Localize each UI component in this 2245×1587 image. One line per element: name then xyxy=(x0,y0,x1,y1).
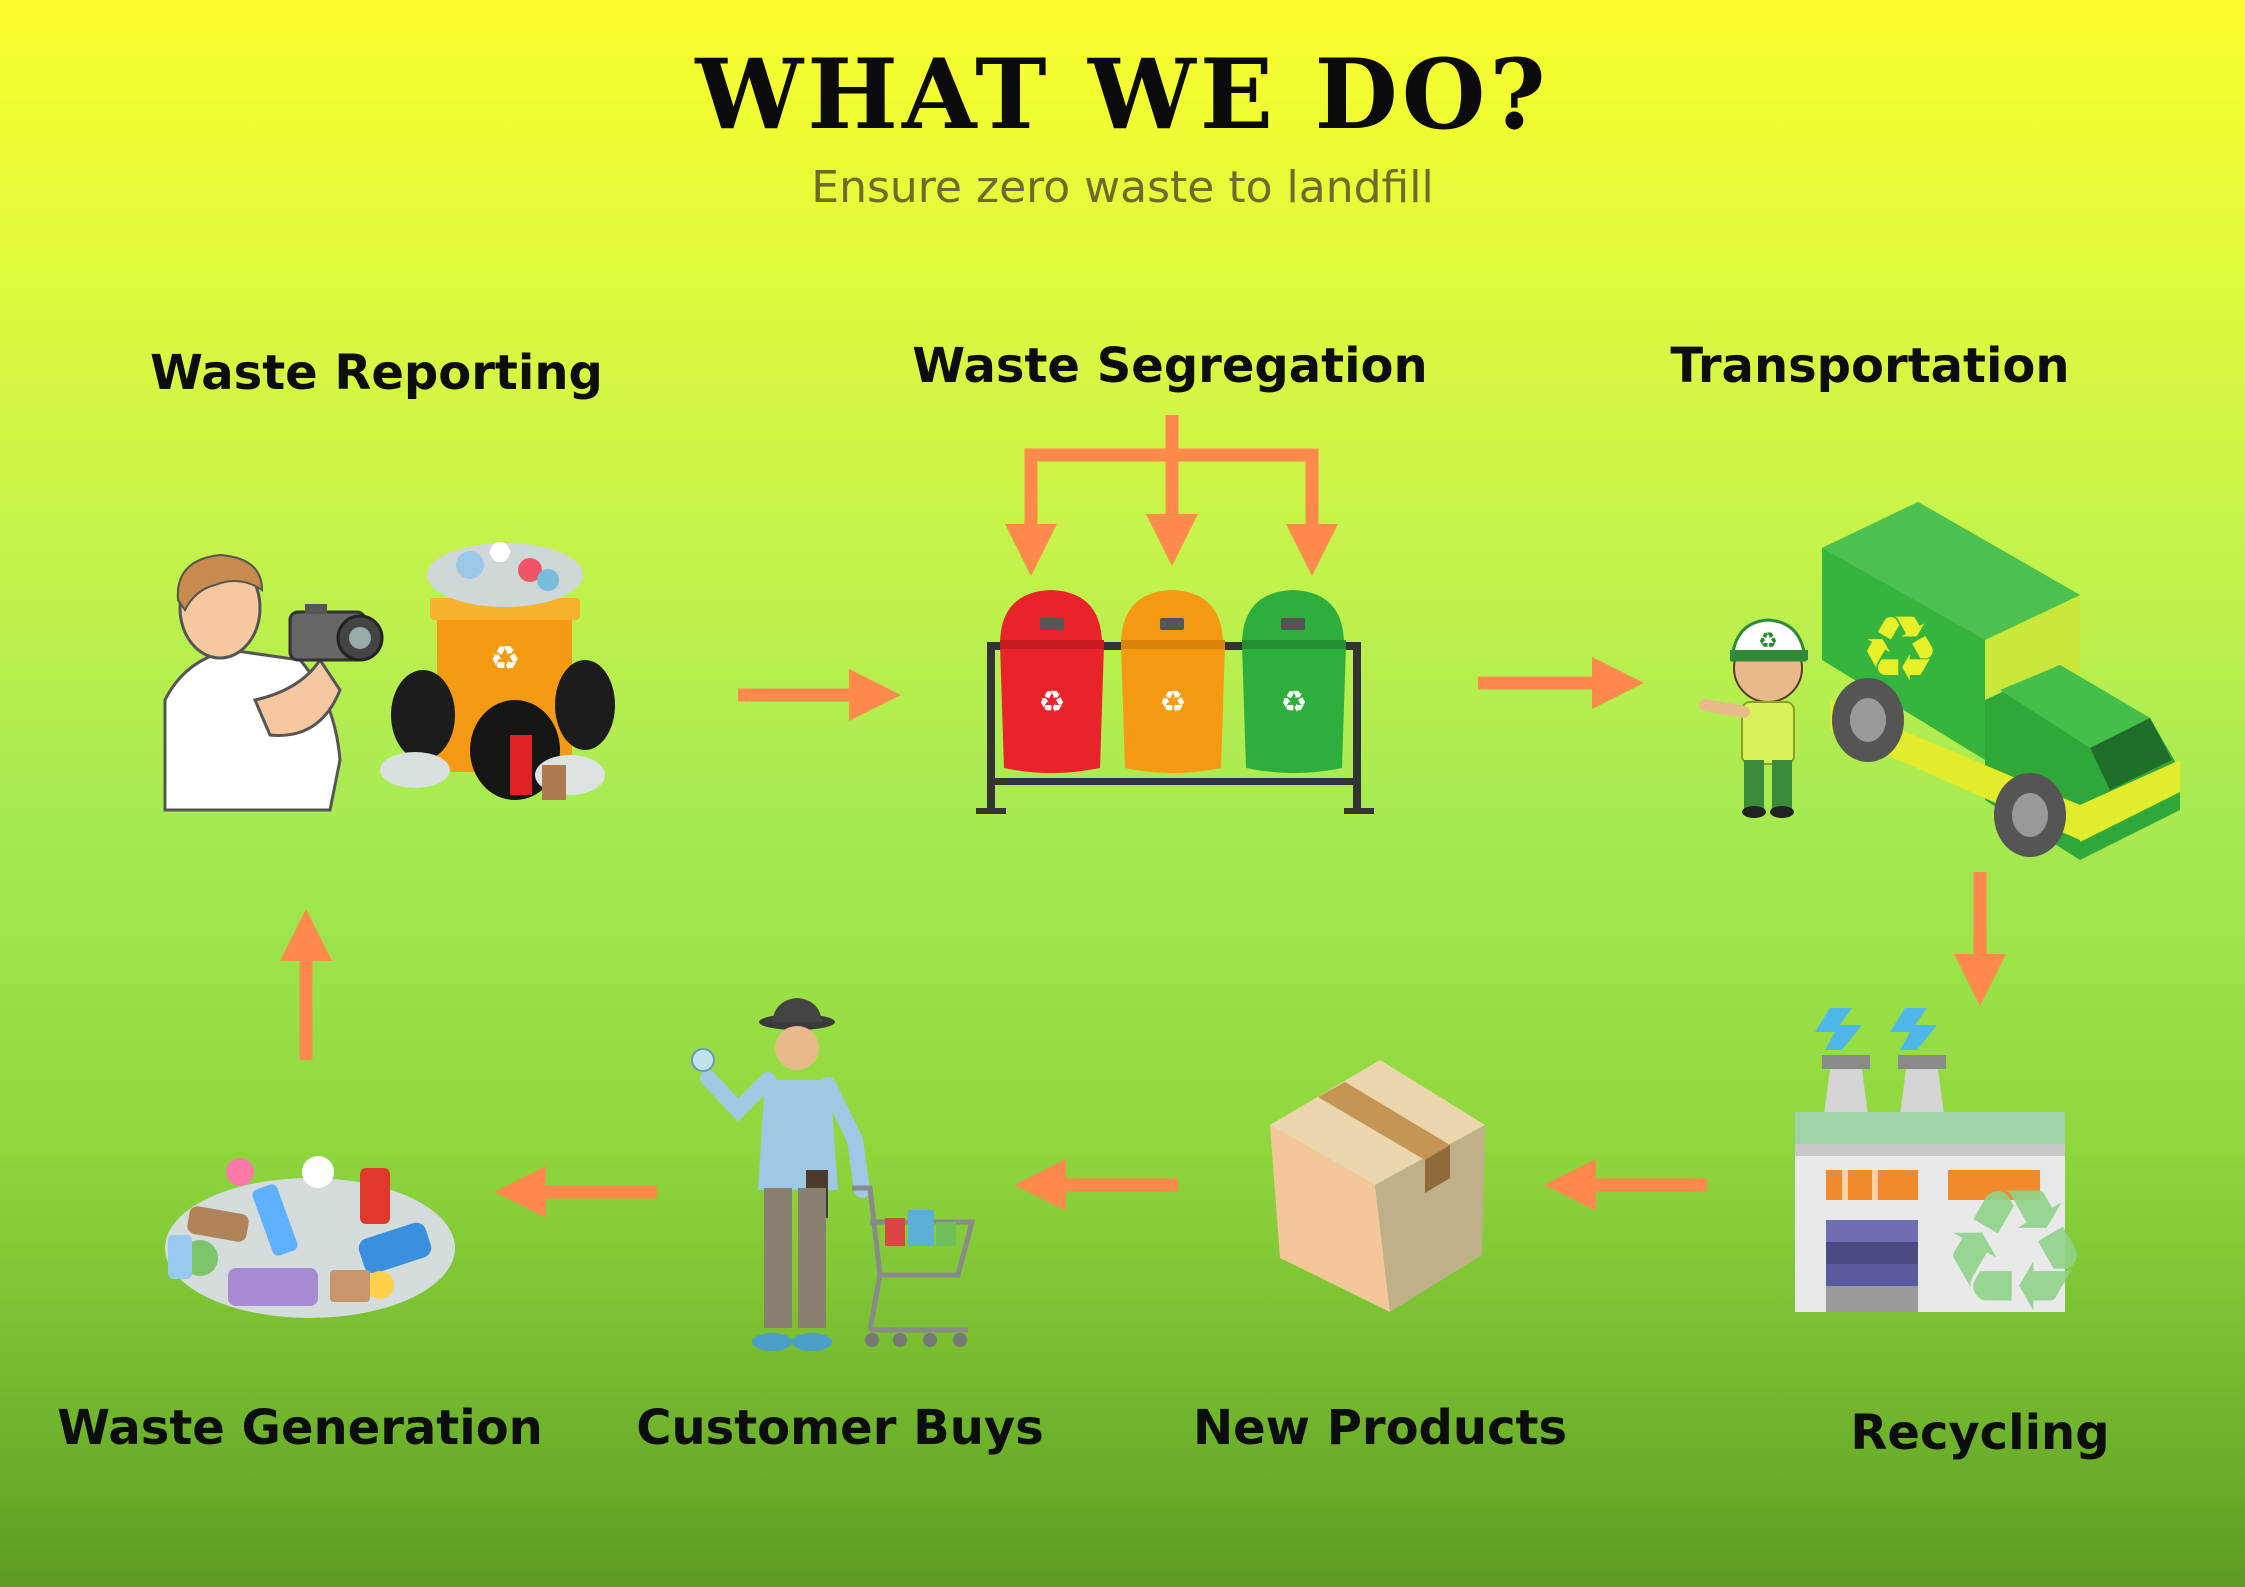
cardboard-box-icon xyxy=(1270,1060,1485,1312)
svg-text:♻: ♻ xyxy=(1281,685,1308,720)
waste-pile-icon xyxy=(165,1156,455,1318)
flow-arrows xyxy=(280,657,2006,1218)
recycling-truck-icon: ♻ ♻ xyxy=(1699,502,2180,860)
shopper-cart-icon xyxy=(691,998,976,1351)
step-label-customer-buys: Customer Buys xyxy=(636,1400,1044,1456)
photographer-waste-bin-icon: ♻ xyxy=(163,542,615,812)
step-label-recycling: Recycling xyxy=(1850,1405,2110,1461)
step-label-waste-segregation: Waste Segregation xyxy=(912,338,1428,394)
svg-text:♻: ♻ xyxy=(1939,1153,2091,1351)
step-label-waste-reporting: Waste Reporting xyxy=(150,345,603,401)
recycling-factory-icon: ♻ xyxy=(1795,1008,2091,1351)
segregation-bins-icon: ♻ ♻ ♻ xyxy=(976,590,1374,814)
svg-text:♻: ♻ xyxy=(490,639,520,679)
step-label-new-products: New Products xyxy=(1192,1400,1568,1456)
svg-text:♻: ♻ xyxy=(1758,629,1778,654)
segregation-split-arrows xyxy=(1005,415,1338,576)
step-label-waste-generation: Waste Generation xyxy=(57,1400,543,1456)
step-label-transportation: Transportation xyxy=(1670,338,2070,394)
svg-text:♻: ♻ xyxy=(1160,685,1187,720)
page-subtitle: Ensure zero waste to landfill xyxy=(811,162,1434,213)
page-title: WHAT WE DO? xyxy=(695,38,1550,151)
svg-text:♻: ♻ xyxy=(1039,685,1066,720)
